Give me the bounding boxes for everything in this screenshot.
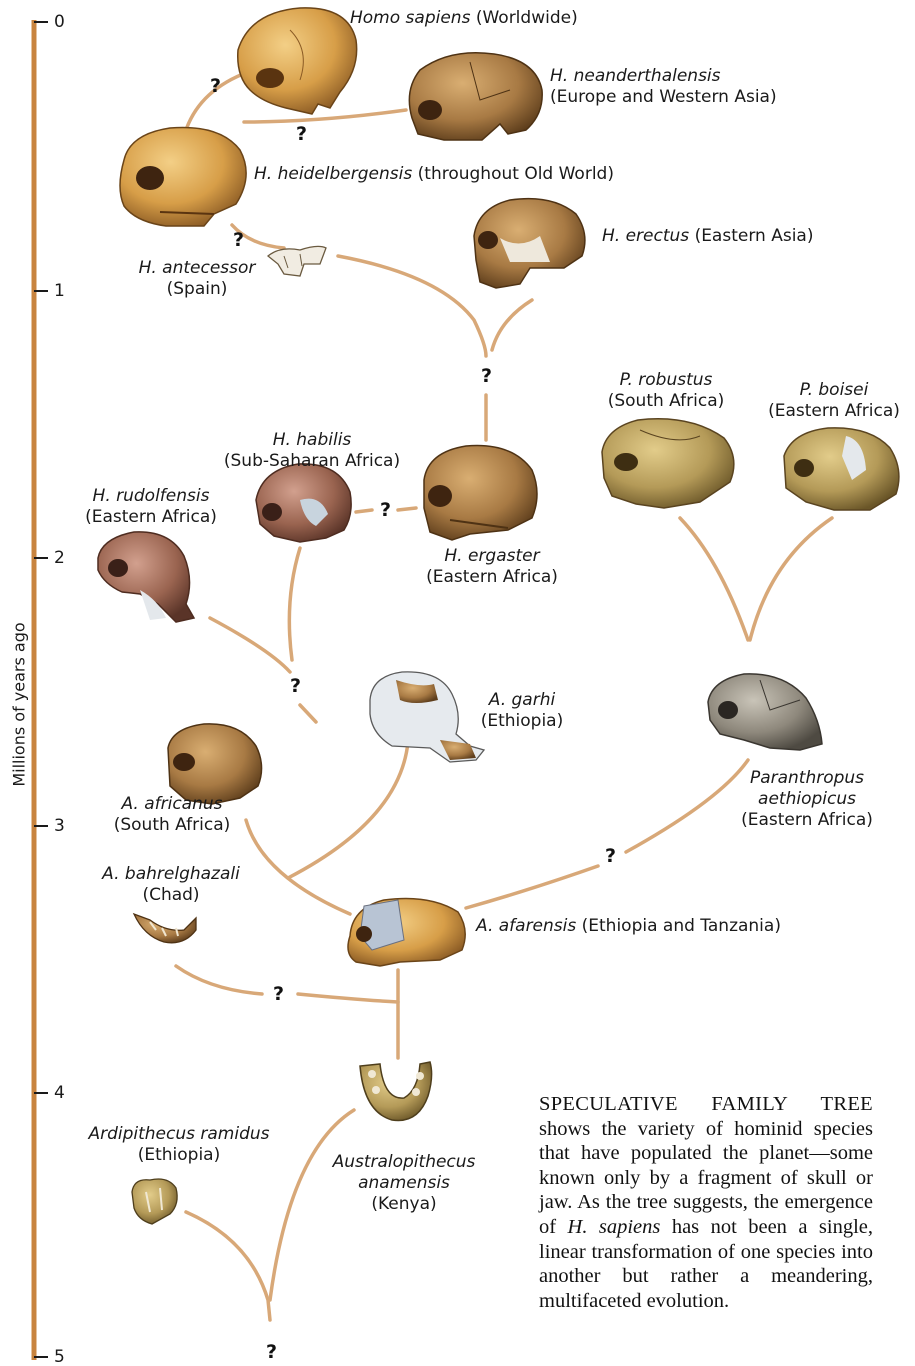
label-p-robustus: P. robustus(South Africa) [596, 370, 736, 412]
label-a-afarensis: A. afarensis (Ethiopia and Tanzania) [476, 916, 781, 937]
species-name: H. antecessor [139, 258, 256, 278]
skull-a-garhi [370, 672, 484, 762]
species-region: (Worldwide) [476, 8, 578, 28]
label-a-africanus: A. africanus(South Africa) [104, 794, 240, 836]
species-name-line1: Paranthropus [750, 768, 864, 788]
question-mark: ? [481, 365, 492, 387]
species-region: (South Africa) [608, 391, 725, 411]
skull-h-ergaster [424, 446, 537, 541]
species-name: Ardipithecus ramidus [88, 1124, 269, 1144]
skull-h-antecessor [268, 246, 326, 276]
skull-h-habilis [256, 464, 351, 542]
axis-tick-label-3: 3 [54, 816, 65, 837]
question-mark: ? [266, 1341, 277, 1363]
question-mark: ? [233, 229, 244, 251]
species-name: P. boisei [800, 380, 869, 400]
skull-a-bahrelghazali [134, 914, 196, 943]
skull-a-afarensis [348, 899, 465, 967]
species-region: (Sub-Saharan Africa) [224, 451, 400, 471]
species-name-line1: Australopithecus [333, 1152, 476, 1172]
species-name: P. robustus [620, 370, 713, 390]
skull-homo-sapiens [238, 8, 357, 114]
species-region: (South Africa) [114, 815, 231, 835]
species-region: (Ethiopia and Tanzania) [582, 916, 781, 936]
skull-ardipithecus-ramidus [132, 1179, 177, 1224]
skull-australopithecus-anamensis [360, 1062, 432, 1121]
question-mark: ? [273, 983, 284, 1005]
species-region: (Spain) [167, 279, 228, 299]
label-p-boisei: P. boisei(Eastern Africa) [762, 380, 906, 422]
label-h-antecessor: H. antecessor(Spain) [136, 258, 258, 300]
species-region: (Kenya) [371, 1194, 436, 1214]
caption-italic: H. sapiens [568, 1216, 661, 1238]
species-region: (Eastern Africa) [85, 507, 217, 527]
species-name: A. africanus [121, 794, 222, 814]
skull-p-robustus [602, 419, 734, 508]
species-name: H. neanderthalensis [550, 66, 721, 86]
axis-tick-label-2: 2 [54, 548, 65, 569]
species-name-line2: aethiopicus [758, 789, 856, 809]
species-region: (Eastern Africa) [768, 401, 900, 421]
label-h-neanderthalensis: H. neanderthalensis(Europe and Western A… [550, 66, 777, 108]
species-region: (Ethiopia) [481, 711, 564, 731]
label-h-habilis: H. habilis(Sub-Saharan Africa) [216, 430, 408, 472]
skull-paranthropus-aethiopicus [708, 674, 822, 750]
caption-heading: SPECULATIVE FAMILY TREE [539, 1093, 873, 1115]
skull-h-neanderthalensis [409, 53, 542, 140]
figure-caption: SPECULATIVE FAMILY TREE shows the variet… [539, 1092, 873, 1313]
species-name: H. erectus [602, 226, 689, 246]
axis-tick-label-1: 1 [54, 281, 65, 302]
species-name: A. garhi [489, 690, 555, 710]
question-mark: ? [296, 123, 307, 145]
species-name: Homo sapiens [350, 8, 470, 28]
skull-p-boisei [784, 428, 899, 510]
label-a-bahrelghazali: A. bahrelghazali(Chad) [96, 864, 246, 906]
species-region: (Europe and Western Asia) [550, 87, 777, 107]
question-mark: ? [380, 499, 391, 521]
question-mark: ? [290, 675, 301, 697]
axis-title: Millions of years ago [9, 610, 30, 800]
axis-tick-label-0: 0 [54, 12, 65, 33]
species-region: (Eastern Asia) [695, 226, 814, 246]
skull-a-africanus [168, 724, 262, 804]
species-name: A. afarensis [476, 916, 576, 936]
species-name: H. rudolfensis [93, 486, 210, 506]
time-axis [34, 20, 48, 1360]
species-name: A. bahrelghazali [102, 864, 240, 884]
label-h-heidelbergensis: H. heidelbergensis (throughout Old World… [254, 164, 614, 185]
label-ardipithecus-ramidus: Ardipithecus ramidus(Ethiopia) [80, 1124, 278, 1166]
species-region: (Eastern Africa) [741, 810, 873, 830]
skull-h-erectus [474, 199, 585, 288]
question-mark: ? [210, 75, 221, 97]
species-name: H. heidelbergensis [254, 164, 412, 184]
species-region: (throughout Old World) [418, 164, 614, 184]
species-name: H. habilis [273, 430, 352, 450]
label-h-ergaster: H. ergaster(Eastern Africa) [420, 546, 564, 588]
species-region: (Chad) [142, 885, 199, 905]
species-name-line2: anamensis [358, 1173, 450, 1193]
label-h-erectus: H. erectus (Eastern Asia) [602, 226, 813, 247]
axis-tick-label-5: 5 [54, 1347, 65, 1366]
label-a-garhi: A. garhi(Ethiopia) [472, 690, 572, 732]
species-region: (Ethiopia) [138, 1145, 221, 1165]
species-name: H. ergaster [444, 546, 539, 566]
label-h-rudolfensis: H. rudolfensis(Eastern Africa) [80, 486, 222, 528]
skull-h-heidelbergensis [120, 127, 246, 226]
label-homo-sapiens: Homo sapiens (Worldwide) [350, 8, 578, 29]
species-region: (Eastern Africa) [426, 567, 558, 587]
skull-h-rudolfensis [98, 532, 194, 622]
axis-tick-label-4: 4 [54, 1083, 65, 1104]
question-mark: ? [605, 845, 616, 867]
